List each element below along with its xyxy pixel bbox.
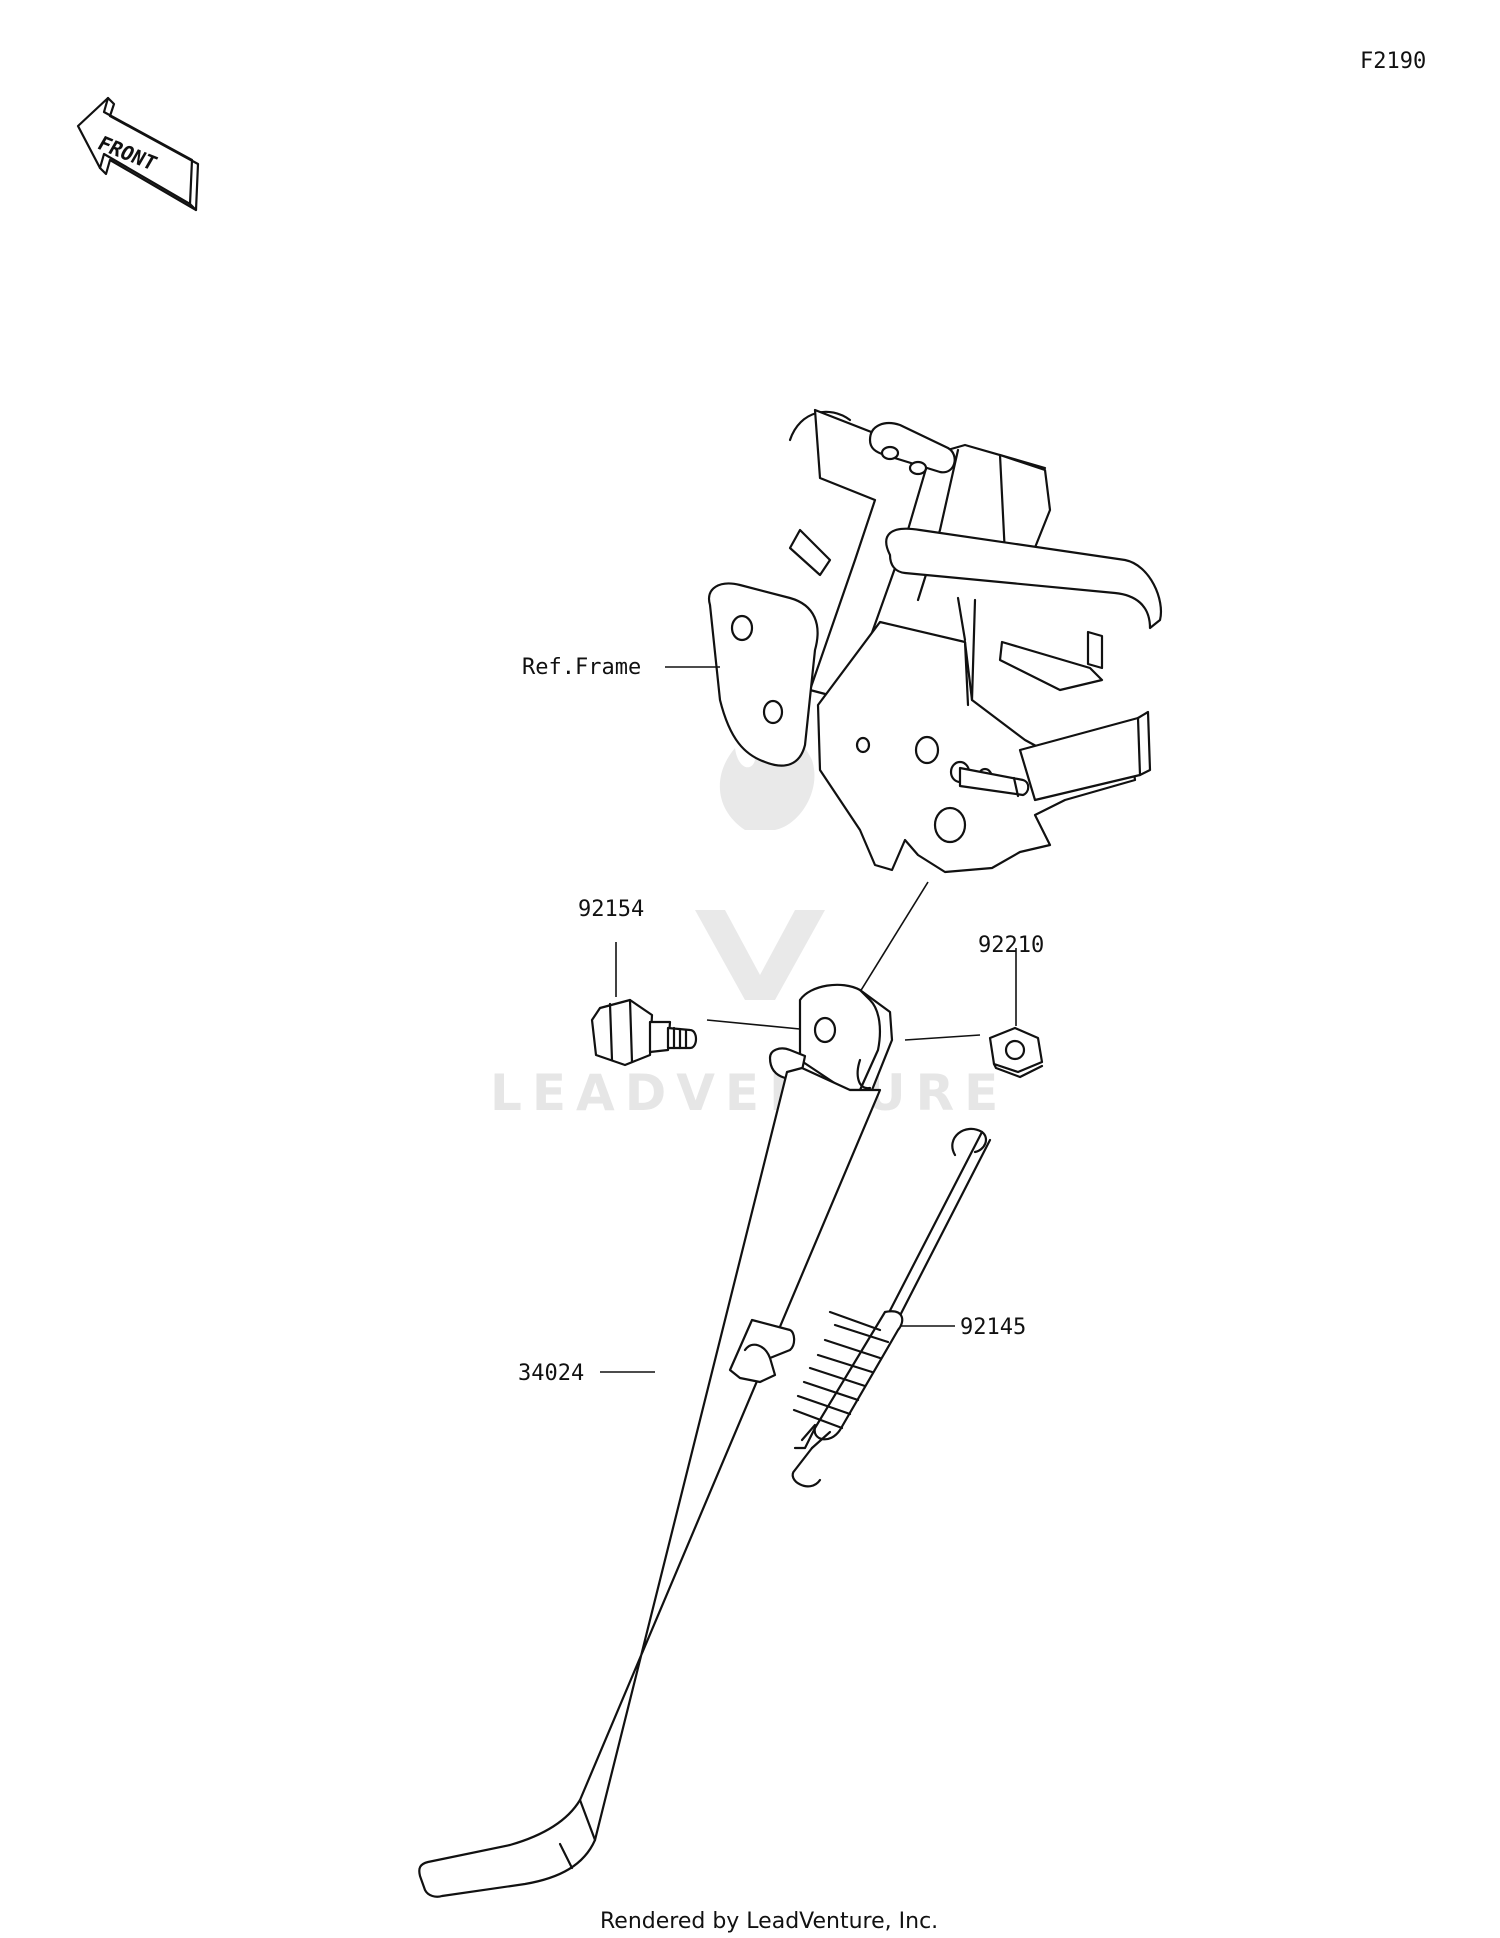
diagram-code: F2190 — [1360, 49, 1426, 74]
side-stand-part — [418, 983, 894, 1898]
pivot-axis-line — [854, 881, 929, 1001]
nut-axis-line — [904, 1034, 981, 1041]
front-arrow-icon: FRONT — [76, 96, 200, 212]
part-label-92154: 92154 — [578, 897, 644, 922]
bolt-axis-line — [706, 1019, 811, 1031]
part-label-92145: 92145 — [960, 1315, 1026, 1340]
watermark-text: LEADVENTURE — [490, 1064, 1008, 1122]
frame-bracket — [707, 408, 1163, 874]
part-label-92210: 92210 — [978, 933, 1044, 958]
spring-part — [791, 1127, 992, 1488]
ref-frame-label: Ref.Frame — [522, 655, 641, 680]
nut-part — [988, 1026, 1044, 1079]
part-label-34024: 34024 — [518, 1361, 584, 1386]
bolt-part — [590, 998, 698, 1067]
footer-credit: Rendered by LeadVenture, Inc. — [600, 1909, 938, 1934]
